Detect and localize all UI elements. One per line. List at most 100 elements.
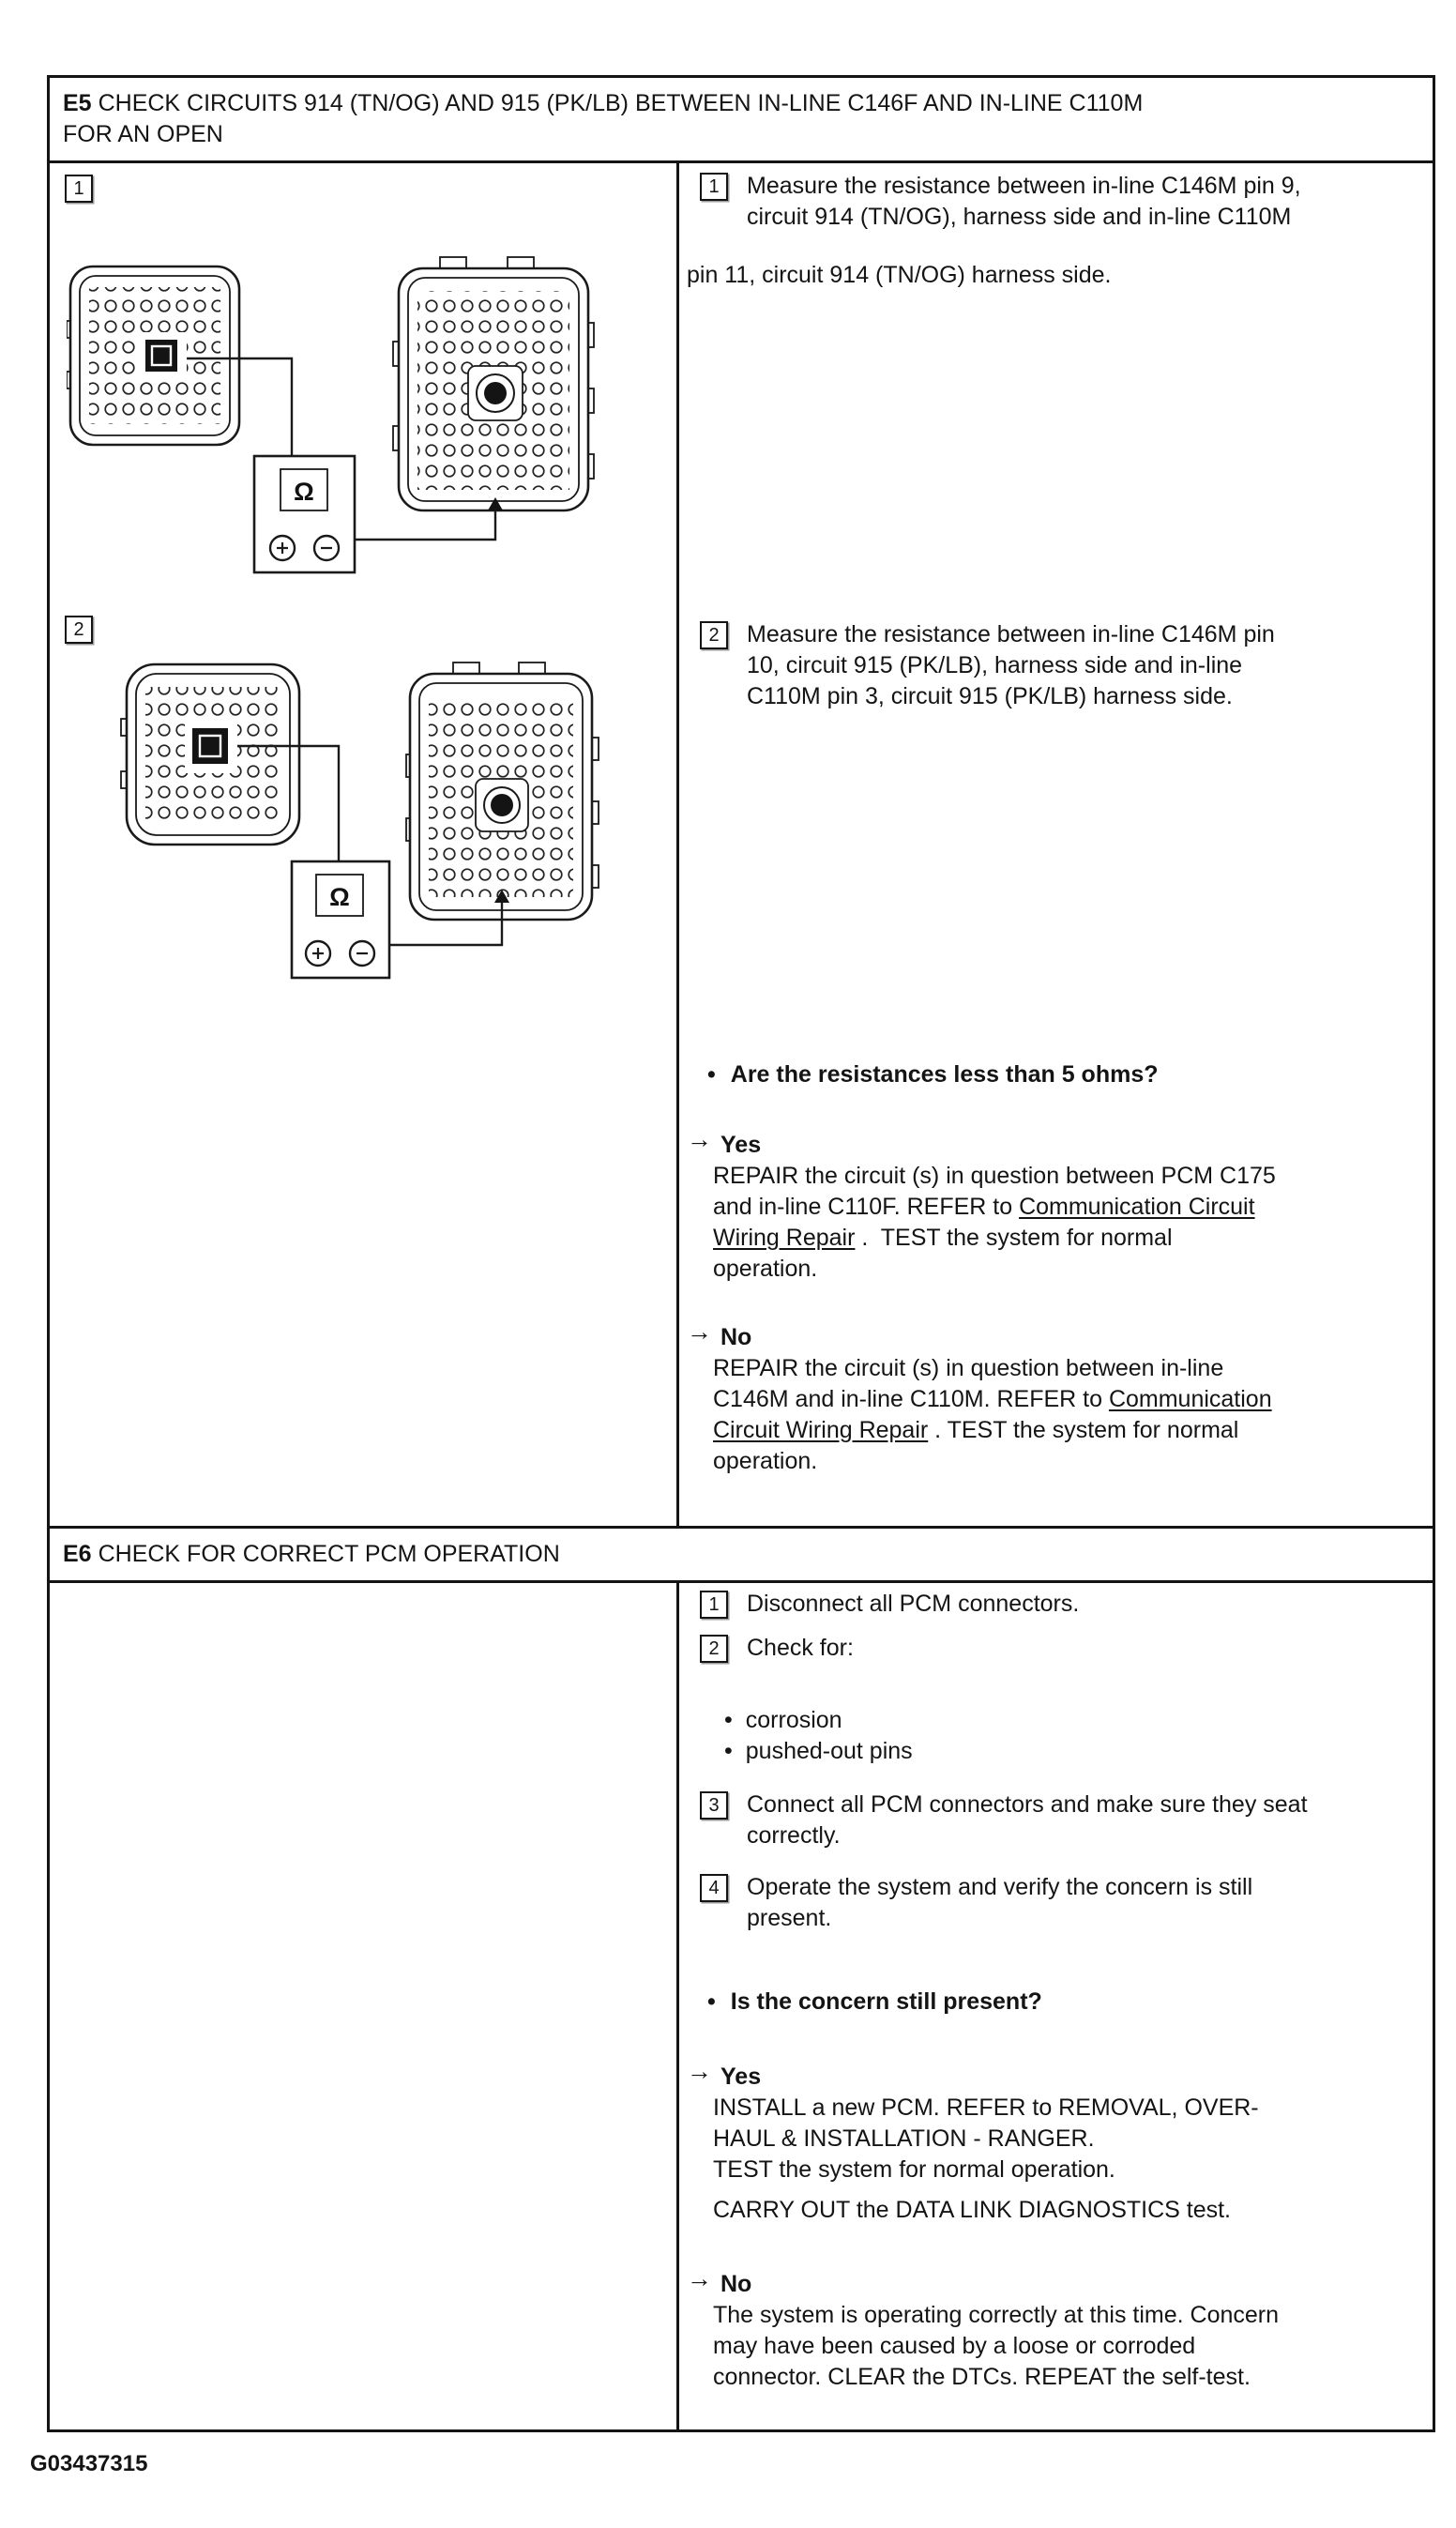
text-segment: operation. [713, 1256, 818, 1282]
answer-text: REPAIR the circuit (s) in question betwe… [713, 1353, 1272, 1477]
list-item-text: pushed-out pins [745, 1738, 913, 1764]
e6-no-answer: → No The system is operating correctly a… [687, 2266, 1279, 2393]
e5-title-text: CHECK CIRCUITS 914 (TN/OG) AND 915 (PK/L… [98, 90, 1144, 116]
connector-c110m [392, 256, 595, 512]
answer-label-yes: Yes [720, 1132, 762, 1158]
test-lead-wire-1 [228, 744, 341, 861]
step-number-box: 1 [700, 173, 728, 201]
text-line: operation. [713, 1254, 1276, 1285]
answer-label-yes: Yes [720, 2064, 762, 2090]
step-text: Disconnect all PCM connectors. [747, 1589, 1079, 1620]
text-line: TEST the system for normal operation. [713, 2155, 1259, 2185]
text-segment: correctly. [747, 1822, 841, 1849]
connector-c110m [405, 662, 599, 921]
arrow-icon: → [687, 1317, 712, 1346]
text-line: INSTALL a new PCM. REFER to REMOVAL, OVE… [713, 2093, 1259, 2124]
bullet-icon: • [707, 1988, 716, 2015]
text-segment: HAUL & INSTALLATION - RANGER. [713, 2125, 1095, 2152]
bullet-icon: • [707, 1061, 716, 1088]
e6-empty-cell [50, 1583, 676, 2429]
question-text: Are the resistances less than 5 ohms? [730, 1061, 1159, 1088]
text-line: present. [747, 1903, 1252, 1934]
e5-decision-question: • Are the resistances less than 5 ohms? [707, 1059, 1159, 1090]
answer-text: The system is operating correctly at thi… [713, 2300, 1279, 2393]
answer-label-no: No [720, 2271, 752, 2297]
e6-title-text: CHECK FOR CORRECT PCM OPERATION [98, 1541, 560, 1567]
e6-check-list: • corrosion • pushed-out pins [724, 1705, 913, 1767]
e6-section-id: E6 [63, 1541, 92, 1567]
e5-header-line2: FOR AN OPEN [63, 121, 223, 147]
text-segment: Measure the resistance between in-line C… [747, 621, 1275, 647]
test-lead-wire-2 [355, 509, 497, 541]
text-segment: connector. CLEAR the DTCs. REPEAT the se… [713, 2364, 1251, 2390]
e5-step-1: 1 Measure the resistance between in-line… [700, 173, 1301, 233]
text-line: REPAIR the circuit (s) in question betwe… [713, 1353, 1272, 1384]
text-line: circuit 914 (TN/OG), harness side and in… [747, 202, 1301, 233]
step-text: Measure the resistance between in-line C… [747, 619, 1275, 712]
e6-step-4: 4 Operate the system and verify the conc… [700, 1874, 1252, 1934]
text-segment: C110M pin 3, circuit 915 (PK/LB) harness… [747, 683, 1233, 709]
text-line: Measure the resistance between in-line C… [747, 619, 1275, 650]
ohm-symbol: Ω [329, 883, 350, 911]
step-text: Check for: [747, 1633, 854, 1664]
diagram-2-marker: 2 [65, 616, 93, 644]
resistance-test-diagram-2: Ω [120, 662, 599, 980]
text-segment: Measure the resistance between in-line C… [747, 173, 1301, 199]
text-segment: operation. [713, 1448, 818, 1474]
text-segment: REPAIR the circuit (s) in question betwe… [713, 1355, 1224, 1381]
section-e6-body: 1 Disconnect all PCM connectors. 2 Check… [50, 1580, 1433, 2429]
arrow-icon: → [687, 1125, 712, 1153]
text-line: may have been caused by a loose or corro… [713, 2331, 1279, 2362]
text-segment: . TEST the system for normal [855, 1225, 1173, 1251]
list-item: • corrosion [724, 1705, 913, 1736]
step-number-box: 4 [700, 1874, 728, 1902]
text-line: CARRY OUT the DATA LINK DIAGNOSTICS test… [713, 2195, 1259, 2226]
text-line: The system is operating correctly at thi… [713, 2300, 1279, 2331]
text-segment: Disconnect all PCM connectors. [747, 1591, 1080, 1617]
e6-instructions-cell: 1 Disconnect all PCM connectors. 2 Check… [676, 1583, 1433, 2429]
wiring-repair-link[interactable]: Communication [1108, 1386, 1272, 1412]
step-text: Measure the resistance between in-line C… [747, 171, 1301, 233]
step-number-box: 2 [700, 621, 728, 649]
text-line: C110M pin 3, circuit 915 (PK/LB) harness… [747, 681, 1275, 712]
text-segment: . TEST the system for normal [928, 1417, 1239, 1443]
text-line: and in-line C110F. REFER to Communicatio… [713, 1192, 1276, 1223]
list-item: • pushed-out pins [724, 1736, 913, 1767]
ohmmeter: Ω [290, 860, 391, 980]
text-line: Measure the resistance between in-line C… [747, 171, 1301, 202]
text-segment: circuit 914 (TN/OG), harness side and in… [747, 204, 1292, 230]
question-text: Is the concern still present? [730, 1988, 1042, 2015]
text-segment: INSTALL a new PCM. REFER to REMOVAL, OVE… [713, 2094, 1259, 2121]
text-segment: Operate the system and verify the concer… [747, 1874, 1253, 1900]
text-line: Wiring Repair . TEST the system for norm… [713, 1223, 1276, 1254]
list-item-text: corrosion [745, 1707, 842, 1733]
wiring-repair-link[interactable]: Wiring Repair [713, 1225, 856, 1251]
wiring-repair-link[interactable]: Communication Circuit [1019, 1194, 1255, 1220]
step-text: Connect all PCM connectors and make sure… [747, 1789, 1308, 1851]
text-line: Connect all PCM connectors and make sure… [747, 1789, 1308, 1820]
bullet-icon: • [724, 1707, 733, 1733]
e5-yes-answer: → Yes REPAIR the circuit (s) in question… [687, 1125, 1276, 1285]
bullet-icon: • [724, 1738, 733, 1764]
step-number-box: 2 [700, 1635, 728, 1663]
e6-step-3: 3 Connect all PCM connectors and make su… [700, 1791, 1308, 1851]
ohm-symbol: Ω [294, 478, 314, 506]
e5-no-answer: → No REPAIR the circuit (s) in question … [687, 1317, 1272, 1477]
step-text: Operate the system and verify the concer… [747, 1872, 1252, 1934]
connector-key-pin [484, 382, 507, 404]
e5-diagram-cell: 1 [50, 163, 676, 1526]
wiring-repair-link[interactable]: Circuit Wiring Repair [713, 1417, 929, 1443]
step-number-box: 1 [700, 1591, 728, 1619]
text-segment: may have been caused by a loose or corro… [713, 2333, 1196, 2359]
resistance-test-diagram-1: Ω [67, 256, 595, 574]
text-line: connector. CLEAR the DTCs. REPEAT the se… [713, 2362, 1279, 2393]
text-segment: REPAIR the circuit (s) in question betwe… [713, 1163, 1276, 1189]
text-segment: The system is operating correctly at thi… [713, 2302, 1280, 2328]
answer-label-no: No [720, 1324, 752, 1350]
text-segment: Connect all PCM connectors and make sure… [747, 1791, 1308, 1818]
